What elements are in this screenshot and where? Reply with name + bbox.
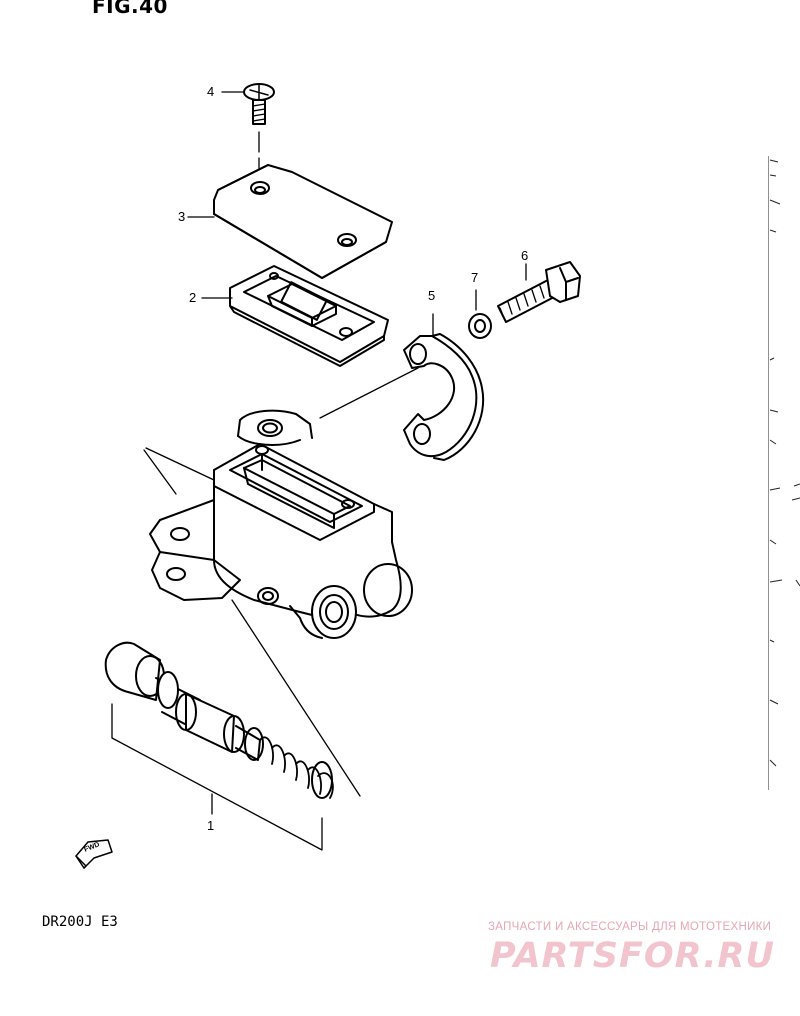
master-cylinder-body: [143, 409, 413, 797]
callout-5: 5: [428, 288, 436, 303]
callout-2: 2: [189, 290, 197, 305]
model-label: DR200J E3: [42, 914, 118, 930]
callout-6: 6: [521, 248, 529, 263]
screw-part-4: [243, 83, 275, 169]
callout-leaders: [187, 91, 245, 299]
piston-kit-part-1: [104, 641, 334, 851]
scan-edge-marks: [768, 156, 800, 790]
callout-3: 3: [178, 209, 186, 224]
washer-part-7: [468, 289, 492, 339]
cap-part-3: [213, 164, 393, 279]
diaphragm-part-2: [229, 265, 389, 367]
figure-title: FIG.40: [92, 0, 168, 18]
fwd-direction-arrow: [75, 839, 113, 869]
watermark-brand: PARTSFOR.RU: [490, 936, 775, 976]
callout-1: 1: [207, 818, 215, 833]
callout-7: 7: [471, 270, 479, 285]
watermark-tagline: ЗАПЧАСТИ И АКСЕССУАРЫ ДЛЯ МОТОТЕХНИКИ: [488, 921, 772, 933]
bolt-part-6: [497, 261, 581, 323]
callout-4: 4: [207, 84, 215, 99]
clamp-part-5: [319, 313, 485, 461]
